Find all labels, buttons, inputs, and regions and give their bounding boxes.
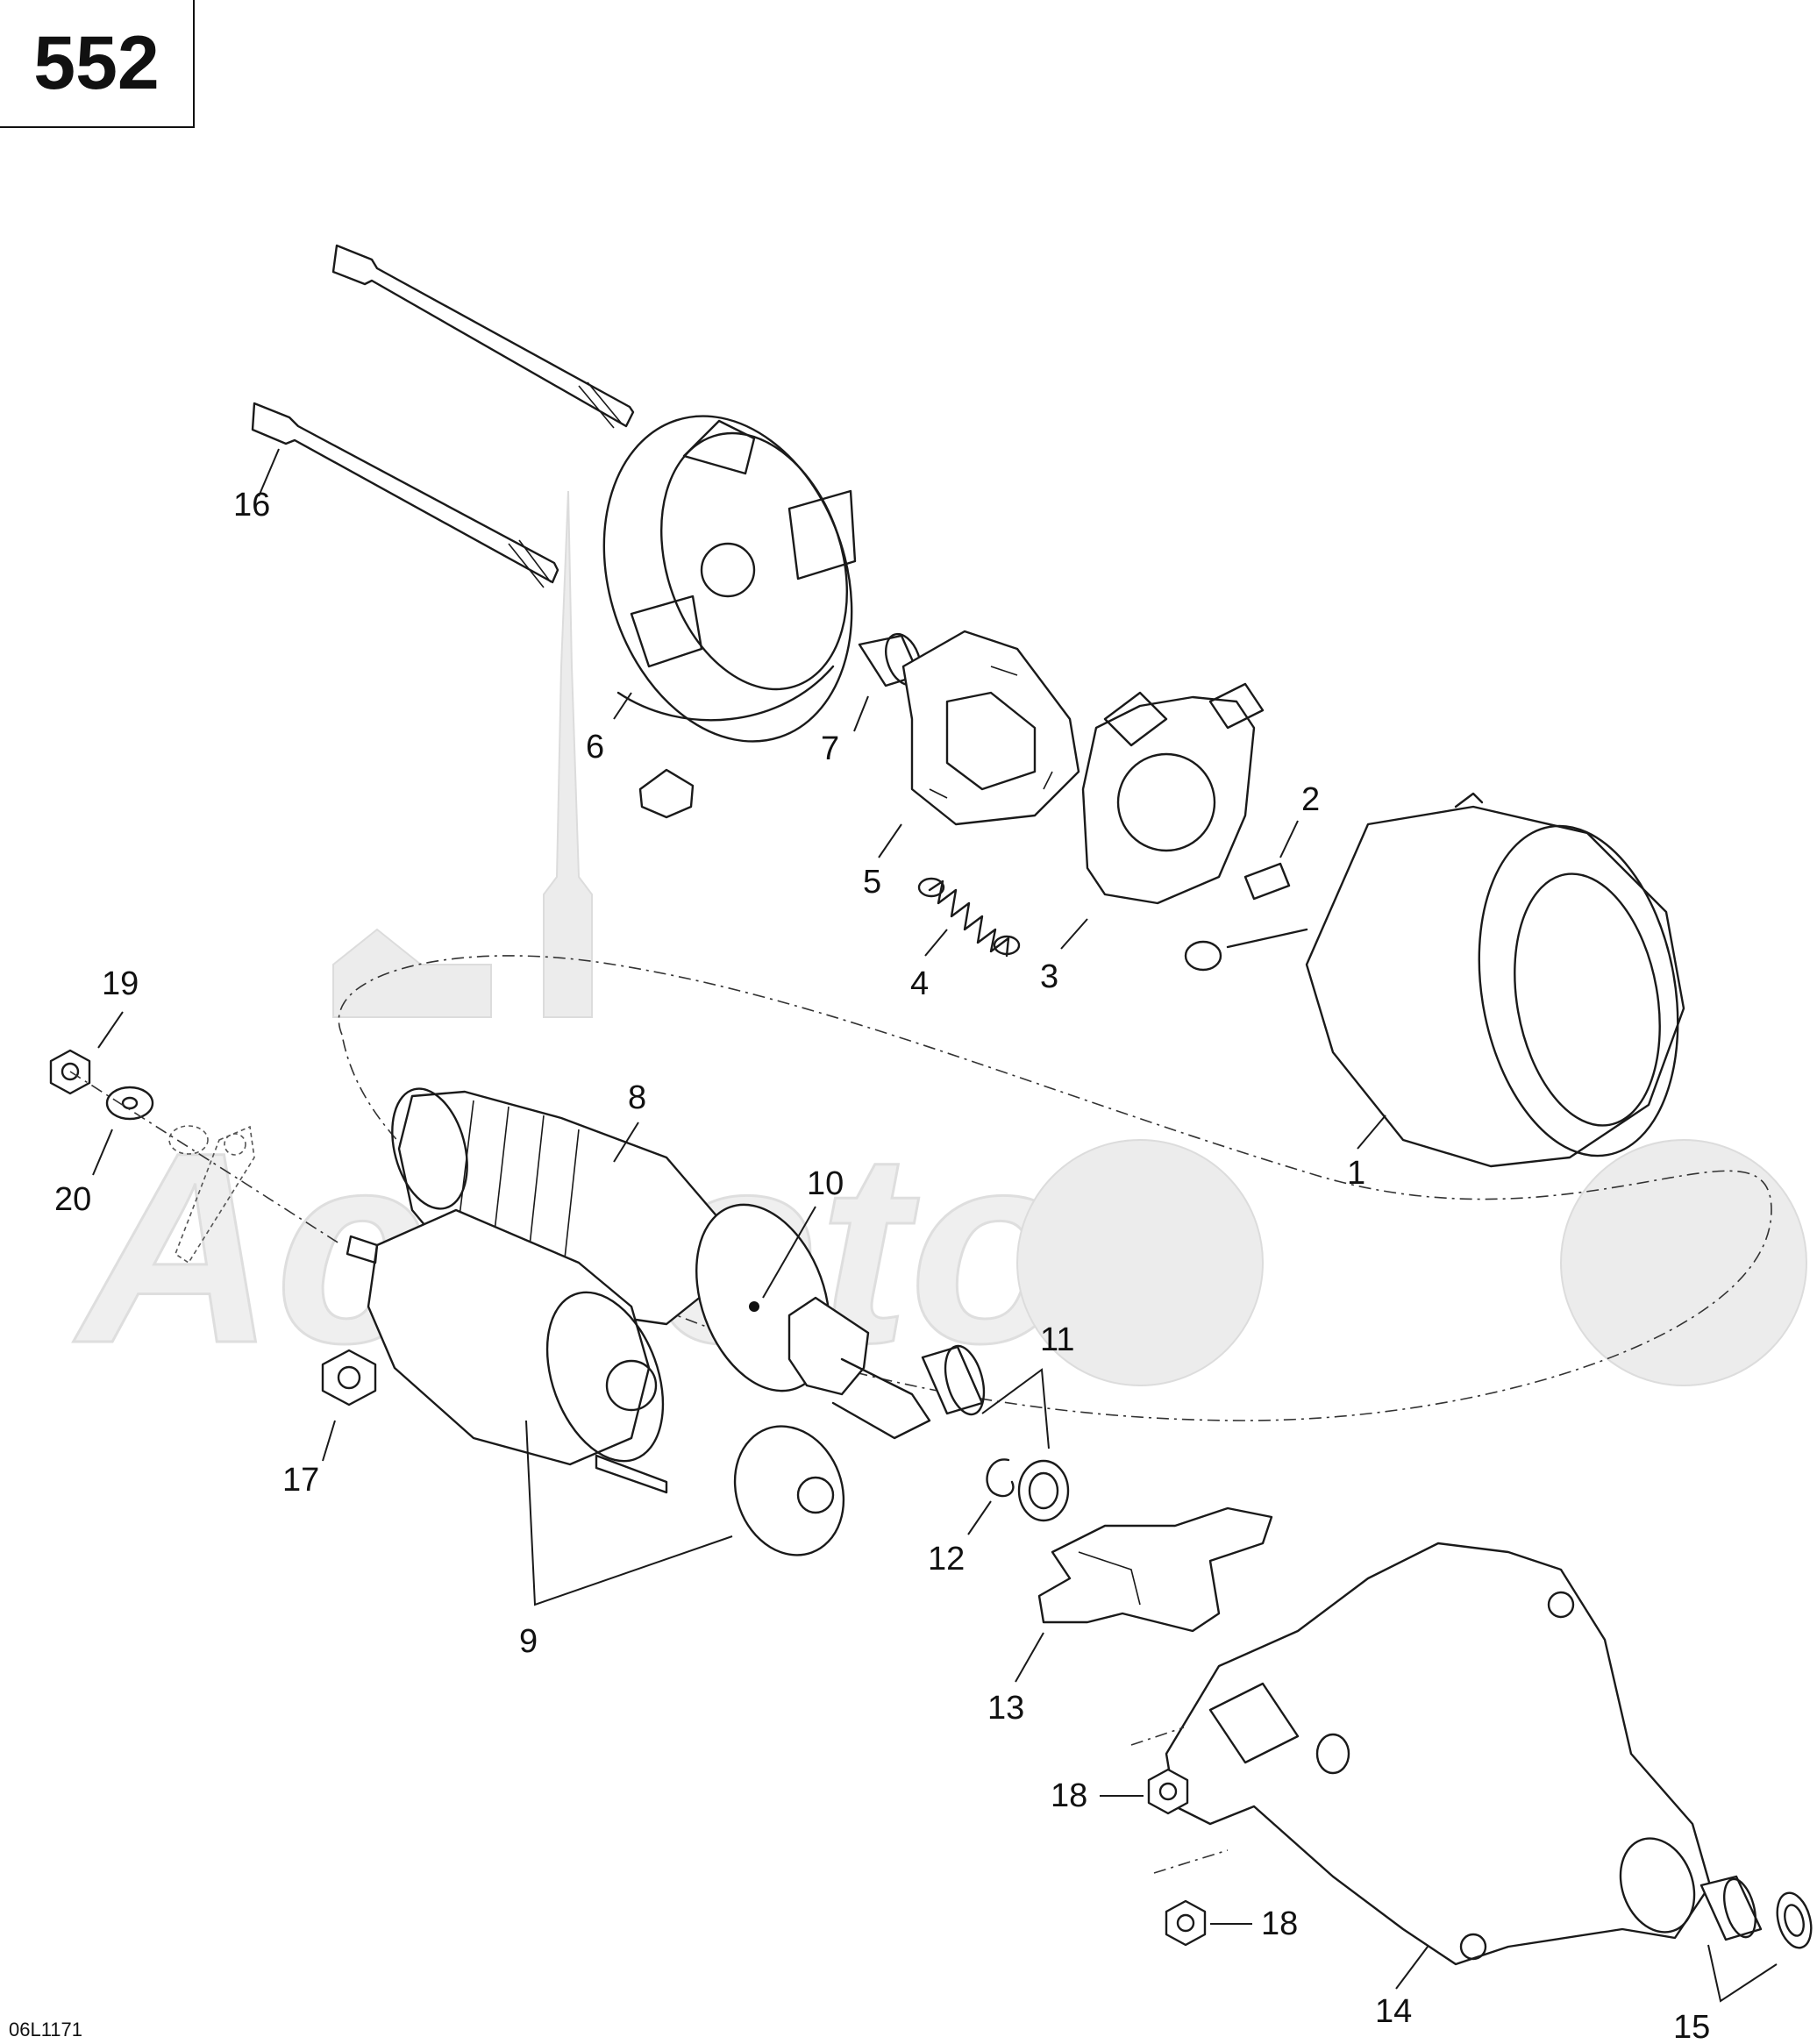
part-20-washer	[105, 1086, 154, 1121]
leader-14	[1395, 1946, 1429, 1990]
callout-10: 10	[807, 1165, 844, 1202]
leader-5	[878, 823, 902, 858]
figure-code: 06L1171	[9, 2019, 83, 2040]
watermark-wheel-icon	[1016, 1139, 1264, 1386]
page-number: 552	[33, 20, 160, 105]
leader-3	[1060, 918, 1088, 950]
part-clip	[638, 768, 695, 819]
callout-16: 16	[233, 487, 270, 523]
callout-4: 4	[910, 965, 929, 1002]
leader-12	[967, 1500, 992, 1535]
part-4-spring	[917, 877, 1021, 958]
callout-18: 18	[1051, 1777, 1087, 1814]
callout-18: 18	[1261, 1905, 1298, 1942]
leader-9	[525, 1420, 733, 1606]
callout-dot-icon	[749, 1301, 759, 1312]
leader-8	[613, 1122, 639, 1163]
part-13-lever	[1037, 1506, 1273, 1633]
callout-19: 19	[102, 965, 139, 1002]
callout-7: 7	[821, 730, 839, 767]
callout-9: 9	[519, 1623, 538, 1660]
callout-13: 13	[987, 1690, 1024, 1727]
callout-1: 1	[1347, 1155, 1365, 1192]
part-1-yoke	[1305, 792, 1685, 1168]
callout-15: 15	[1673, 2009, 1710, 2044]
callout-labels: 1 2 3 4 5 6 7 8 9 10 11 12 13 14 15 16 1…	[54, 487, 1710, 2044]
part-18-nut	[1147, 1768, 1189, 1815]
callout-11: 11	[1040, 1321, 1074, 1358]
leader-13	[1015, 1632, 1044, 1683]
callout-12: 12	[928, 1541, 965, 1578]
callout-20: 20	[54, 1181, 91, 1218]
part-11-bushing	[921, 1344, 1070, 1522]
part-12-clip	[986, 1458, 1015, 1498]
part-17-nut	[321, 1349, 377, 1407]
callout-6: 6	[586, 729, 604, 766]
part-9-solenoid	[346, 1208, 845, 1556]
callout-3: 3	[1040, 958, 1058, 995]
leader-7	[853, 695, 869, 732]
axis-line	[69, 1071, 343, 1246]
leader-20	[92, 1129, 113, 1176]
watermark-church-icon	[543, 490, 593, 1018]
watermark-building-icon	[332, 928, 492, 1018]
callout-2: 2	[1301, 781, 1320, 818]
part-16-through-bolt	[251, 244, 635, 588]
leader-19	[97, 1011, 124, 1049]
part-15-bushing	[1699, 1875, 1813, 1949]
leader-1	[1357, 1115, 1386, 1150]
watermark-wheel-icon	[1560, 1139, 1807, 1386]
part-18-nut	[1165, 1899, 1207, 1947]
leader-6	[613, 692, 632, 720]
leader-10	[762, 1206, 816, 1299]
callout-8: 8	[628, 1079, 646, 1116]
callout-5: 5	[863, 864, 881, 901]
callout-14: 14	[1375, 1993, 1412, 2030]
leader-17	[322, 1420, 336, 1462]
leader-4	[924, 929, 948, 957]
part-3-brush-holder	[1081, 682, 1265, 905]
terminal-dashed	[168, 1125, 255, 1264]
leader-2	[1279, 820, 1299, 858]
page-number-box: 552	[0, 0, 195, 128]
part-5-plate	[901, 630, 1080, 826]
part-6-end-cover	[602, 415, 857, 743]
leader-11	[981, 1368, 1050, 1449]
leader-16	[258, 448, 280, 497]
leader-15	[1707, 1944, 1778, 2003]
part-2-brush	[1184, 862, 1308, 972]
callout-17: 17	[282, 1462, 319, 1499]
part-14-housing	[1165, 1542, 1712, 1966]
